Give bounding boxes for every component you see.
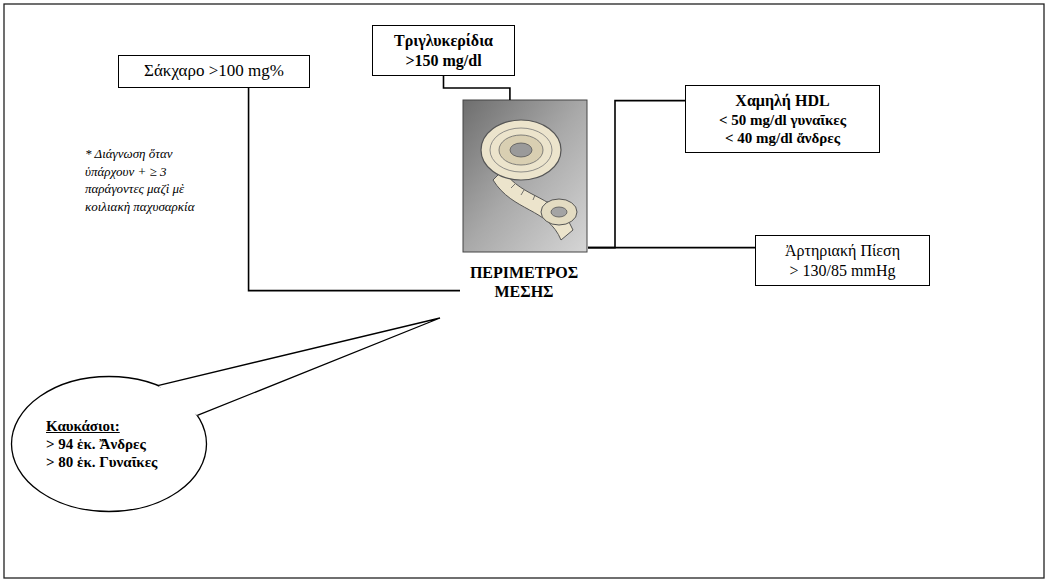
- connector-line: [588, 101, 685, 248]
- connector-line: [249, 88, 460, 291]
- node-heading: Σάκχαρο >100 mg%: [144, 61, 284, 81]
- node-heading: Καυκάσιοι:: [46, 417, 120, 435]
- node-text: < 50 mg/dl γυναῖκες: [719, 111, 846, 129]
- criterion-box: Τριγλυκερίδια>150 mg/dl: [372, 25, 515, 76]
- node-text: > 80 ἑκ. Γυναῖκες: [46, 453, 157, 471]
- center-node: ΠΕΡΙΜΕΤΡΟΣ ΜΕΣΗΣ: [460, 100, 588, 305]
- node-text: > 130/85 mmHg: [790, 261, 896, 280]
- frame-border: [4, 4, 1044, 578]
- node-heading: Τριγλυκερίδια: [394, 31, 493, 50]
- connector-line: [588, 247, 755, 249]
- node-heading: ΠΕΡΙΜΕΤΡΟΣ ΜΕΣΗΣ: [460, 263, 588, 301]
- criterion-box: Σάκχαρο >100 mg%: [118, 55, 310, 88]
- bubble-tail: [158, 318, 440, 415]
- criterion-box: Ἀρτηριακή Πίεση> 130/85 mmHg: [755, 235, 930, 286]
- node-heading: Χαμηλή HDL: [735, 91, 829, 110]
- node-text: < 40 mg/dl ἄνδρες: [725, 129, 840, 147]
- connector-line: [444, 76, 510, 100]
- node-text: > 94 ἑκ. Ἄνδρες: [46, 435, 146, 453]
- speech-bubble: Καυκάσιοι:> 94 ἑκ. Ἄνδρες> 80 ἑκ. Γυναῖκ…: [10, 375, 208, 513]
- node-text: >150 mg/dl: [405, 51, 481, 70]
- diagnosis-note: * Διάγνωση ὅταν ὑπάρχουν + ≥ 3 παράγοντε…: [85, 145, 213, 215]
- node-heading: Ἀρτηριακή Πίεση: [785, 241, 900, 260]
- criterion-box: Χαμηλή HDL< 50 mg/dl γυναῖκες< 40 mg/dl …: [685, 85, 880, 153]
